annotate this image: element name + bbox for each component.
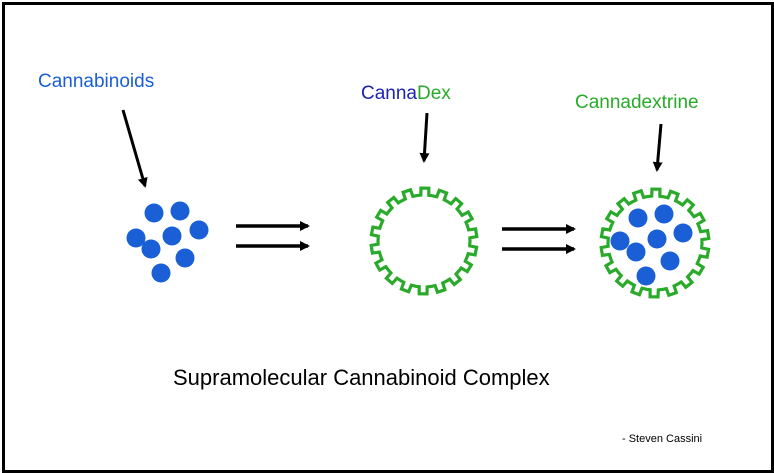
cannadextrine-label: Cannadextrine [575, 92, 699, 113]
cannabinoid-molecule [170, 201, 190, 221]
cannabinoid-molecule [660, 251, 680, 271]
author-credit: - Steven Cassini [622, 433, 702, 445]
cannabinoids-label: Cannabinoids [38, 71, 154, 92]
cannadextrine-pointer-arrow [652, 123, 663, 172]
cannabinoid-molecule [126, 228, 146, 248]
cannabinoid-cluster [126, 201, 209, 283]
cannabinoids-pointer-arrow [121, 109, 148, 188]
cannabinoid-molecule [144, 203, 164, 223]
cannabinoid-molecule [162, 226, 182, 246]
cannadex-label-dex: Dex [417, 83, 451, 104]
reaction-arrows-2 [502, 224, 576, 254]
cannadex-label-canna: Canna [361, 83, 417, 104]
cannabinoid-molecule [654, 204, 674, 224]
diagram-caption: Supramolecular Cannabinoid Complex [173, 365, 550, 390]
cannadex-ring [369, 186, 479, 296]
cannabinoid-molecule [647, 229, 667, 249]
cannabinoid-molecule [175, 248, 195, 268]
cannabinoid-molecule [610, 231, 630, 251]
cannabinoid-molecule [141, 239, 161, 259]
cannadextrine-ring [599, 187, 711, 299]
reaction-arrows-1 [236, 221, 310, 251]
cannabinoid-molecule [673, 223, 693, 243]
encapsulated-cannabinoids [610, 204, 693, 286]
cannabinoid-molecule [626, 242, 646, 262]
cannabinoid-molecule [151, 263, 171, 283]
cannabinoid-molecule [628, 208, 648, 228]
cannabinoid-molecule [189, 220, 209, 240]
cannabinoid-molecule [636, 266, 656, 286]
cannadex-pointer-arrow [419, 112, 430, 163]
cannadex-label: CannaDex [361, 83, 451, 104]
